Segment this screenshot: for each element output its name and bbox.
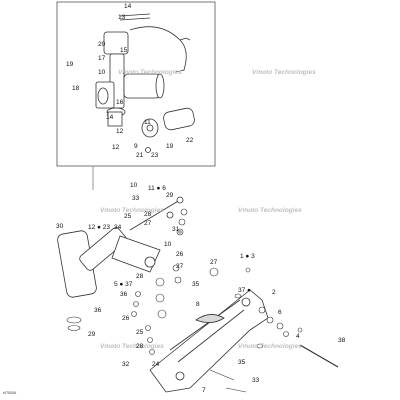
- shock-absorber-inset: [56, 1, 216, 167]
- watermark-text: Vmoto Technologies: [118, 69, 182, 76]
- watermark-text: Vmoto Technologies: [238, 343, 302, 350]
- callout-number: 26: [122, 315, 130, 322]
- callout-number: 15: [120, 47, 128, 54]
- callout-number: 34: [114, 224, 122, 231]
- washer-set: [66, 208, 303, 355]
- inset-shock-body: [95, 13, 195, 153]
- callout-number: 12: [112, 144, 120, 151]
- callout-number: 10: [130, 182, 138, 189]
- callout-number: 38: [338, 337, 346, 344]
- watermark-text: Vmoto Technologies: [252, 69, 316, 76]
- callout-number: 10: [98, 69, 106, 76]
- callout-number: 29: [88, 331, 96, 338]
- callout-number: 28: [144, 211, 152, 218]
- callout-number: 11 ● 6: [148, 185, 166, 192]
- callout-number: 10: [164, 241, 172, 248]
- callout-number: 9: [134, 143, 138, 150]
- swing-arm: [149, 289, 269, 393]
- callout-number: 33: [132, 195, 140, 202]
- watermark-text: Vmoto Technologies: [100, 207, 164, 214]
- callout-number: 25: [124, 213, 132, 220]
- callout-number: 27: [176, 263, 184, 270]
- callout-number: 36: [94, 307, 102, 314]
- callout-number: 31: [172, 226, 180, 233]
- callout-number: 17: [98, 55, 106, 62]
- callout-number: 18: [72, 85, 80, 92]
- callout-number: 37 ●: [238, 287, 251, 294]
- bolt-set: [209, 369, 247, 393]
- callout-numbers: 14 13 20 15 17 19 10 18 16 14 12 11 12 9…: [56, 3, 346, 394]
- callout-number: 16: [116, 99, 124, 106]
- callout-number: 6: [278, 309, 282, 316]
- swing-arm-axle: [299, 344, 339, 368]
- callout-number: 7: [202, 387, 206, 394]
- callout-number: 14: [124, 3, 132, 10]
- callout-number: 12: [116, 128, 124, 135]
- callout-number: 4: [296, 333, 300, 340]
- callout-number: 19: [166, 143, 174, 150]
- callout-number: 32: [122, 361, 130, 368]
- callout-number: 5 ● 37: [114, 281, 133, 288]
- callout-number: 26: [176, 251, 184, 258]
- callout-number: 2: [272, 289, 276, 296]
- callout-number: 35: [238, 359, 246, 366]
- rear-shock-assembly: [57, 196, 184, 298]
- callout-number: 13: [118, 14, 126, 21]
- callout-number: 29: [166, 192, 174, 199]
- callout-number: 30: [56, 223, 64, 230]
- callout-number: 36: [120, 291, 128, 298]
- callout-number: 24: [152, 361, 160, 368]
- callout-number: 19: [66, 61, 74, 68]
- watermarks: Vmoto Technologies Vmoto Technologies Vm…: [100, 69, 316, 350]
- callout-number: 12 ● 23: [88, 224, 110, 231]
- figure-reference-code: r07500A: [3, 391, 17, 395]
- callout-number: 11: [144, 119, 151, 126]
- callout-number: 25: [136, 329, 144, 336]
- watermark-text: Vmoto Technologies: [100, 343, 164, 350]
- callout-number: 27: [210, 259, 218, 266]
- callout-number: 28: [136, 273, 144, 280]
- callout-number: 14: [106, 114, 114, 121]
- callout-number: 23: [151, 152, 159, 159]
- callout-number: 28: [136, 343, 144, 350]
- callout-number: 22: [186, 137, 194, 144]
- callout-number: 35: [192, 281, 200, 288]
- watermark-text: Vmoto Technologies: [238, 207, 302, 214]
- callout-number: 8: [196, 301, 200, 308]
- callout-number: 27: [144, 220, 152, 227]
- callout-number: 33: [252, 377, 260, 384]
- callout-number: 20: [98, 41, 106, 48]
- callout-number: 21: [136, 152, 144, 159]
- callout-number: 1 ● 3: [240, 253, 255, 260]
